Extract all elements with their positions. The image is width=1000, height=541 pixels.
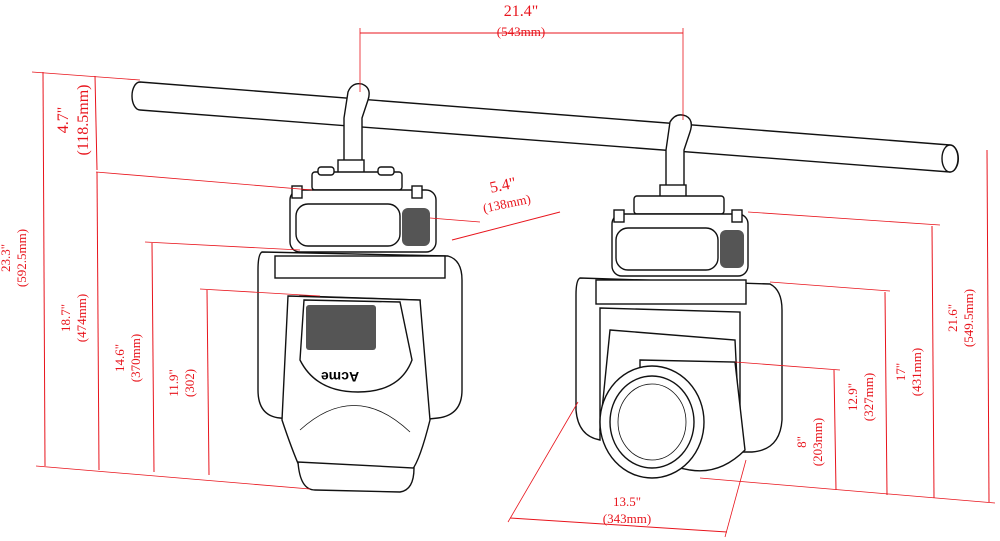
dim-label-mm: (302) [182, 369, 197, 397]
dim-label-inch: 23.3" [0, 244, 13, 272]
left-fixture-front-view: Acme [257, 82, 463, 493]
dim-label-inch: 13.5" [613, 494, 641, 509]
left-vertical-dimensions: 23.3" (592.5mm) 4.7" (118.5mm) 18.7" (47… [0, 71, 321, 490]
dim-label-inch: 4.7" [55, 107, 72, 134]
right-fixture-side-view [575, 114, 783, 479]
dim-label-inch: 12.9" [845, 383, 860, 411]
dim-label-mm: (370mm) [128, 334, 143, 382]
dim-label-inch: 21.6" [945, 304, 960, 332]
dim-label-mm: (592.5mm) [14, 229, 29, 287]
dim-label-mm: (543mm) [497, 24, 545, 39]
dim-label-mm: (431mm) [909, 348, 924, 396]
dim-label-mm: (343mm) [603, 511, 651, 526]
dim-label-inch: 17" [893, 363, 908, 381]
dim-label-inch: 8" [794, 436, 809, 448]
dim-label-mm: (203mm) [810, 418, 825, 466]
dim-label-inch: 5.4" [488, 175, 517, 197]
dim-label-mm: (327mm) [861, 373, 876, 421]
dim-label-inch: 18.7" [58, 304, 73, 332]
dim-label-mm: (138mm) [482, 191, 532, 216]
dim-label-inch: 14.6" [112, 344, 127, 372]
dim-label-mm: (118.5mm) [75, 85, 92, 156]
dim-label-inch: 11.9" [166, 369, 181, 397]
right-vertical-dimensions: 21.6" (549.5mm) 17" (431mm) 12.9" (327mm… [699, 149, 996, 504]
dimension-lens-width: 13.5" (343mm) [507, 401, 747, 538]
dim-label-mm: (549.5mm) [961, 289, 976, 347]
fixture-logo: Acme [321, 369, 359, 385]
dim-label-mm: (474mm) [74, 294, 89, 342]
dim-label-inch: 21.4" [504, 3, 539, 20]
dimension-pipe-spacing: 21.4" (543mm) [359, 3, 684, 120]
truss-pipe [131, 81, 960, 173]
